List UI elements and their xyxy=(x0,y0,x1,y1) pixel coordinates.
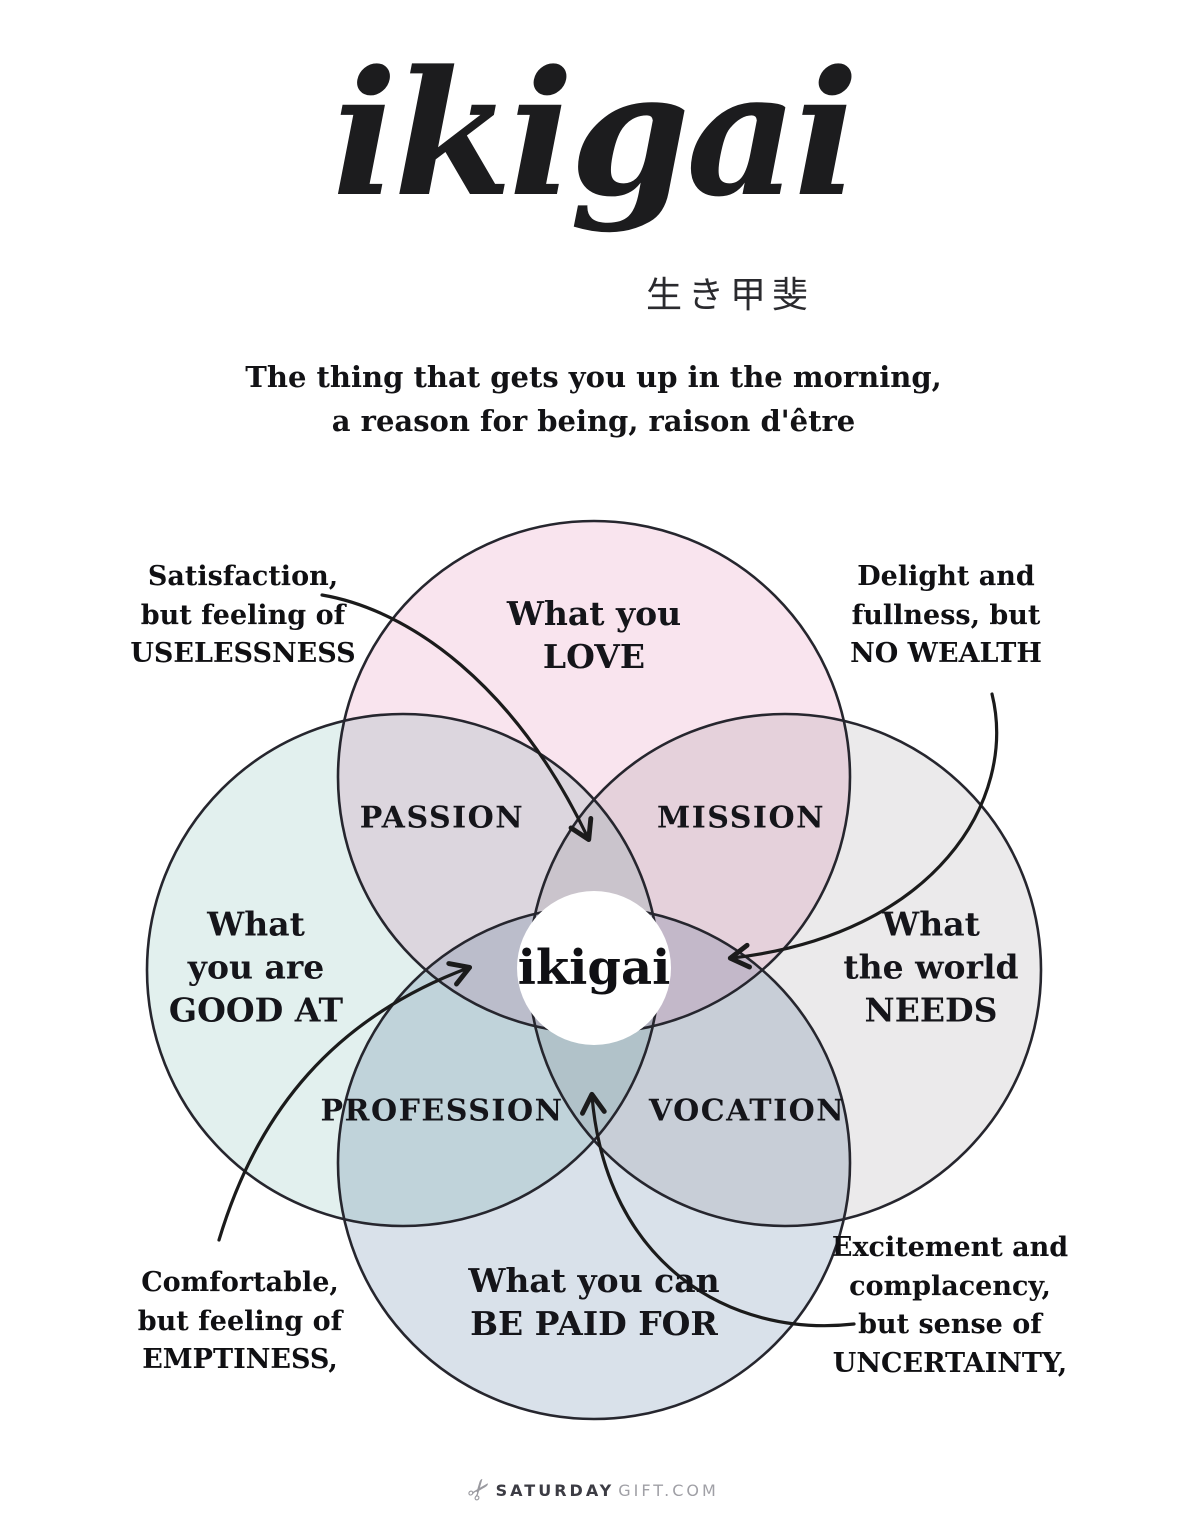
arrow-uncertainty xyxy=(580,1091,856,1328)
annotation-top-left: Satisfaction, but feeling of USELESSNESS xyxy=(130,561,356,670)
circle-fills xyxy=(147,521,1041,1419)
overlap-label-mission: MISSION xyxy=(657,800,825,836)
label-needs: What the world NEEDS xyxy=(843,904,1019,1030)
circle-paid-for-fill xyxy=(338,907,850,1419)
brand-giftcom: GIFT.COM xyxy=(618,1480,719,1500)
scissors-icon: ✂ xyxy=(459,1470,500,1510)
title-kanji: 生き甲斐 xyxy=(646,275,815,316)
arrow-no-wealth xyxy=(727,692,999,970)
page-title: ikigai xyxy=(332,32,859,235)
annotation-arrows xyxy=(217,593,999,1328)
label-good-at: What you are GOOD AT xyxy=(168,904,344,1030)
subtitle: The thing that gets you up in the mornin… xyxy=(245,360,942,438)
arrow-uselessness xyxy=(320,593,594,843)
arrow-emptiness xyxy=(217,961,473,1242)
center-label: ikigai xyxy=(517,940,671,996)
label-love: What you LOVE xyxy=(506,594,682,676)
overlap-label-passion: PASSION xyxy=(359,800,525,836)
center-circle xyxy=(517,891,671,1045)
overlap-label-vocation: VOCATION xyxy=(648,1093,846,1129)
overlap-label-profession: PROFESSION xyxy=(320,1093,564,1129)
label-paid-for: What you can BE PAID FOR xyxy=(468,1261,720,1343)
annotation-bottom-left: Comfortable, but feeling of EMPTINESS, xyxy=(137,1267,343,1376)
brand-saturday: SATURDAY xyxy=(495,1480,615,1500)
annotation-top-right: Delight and fullness, but NO WEALTH xyxy=(850,561,1042,670)
annotation-bottom-right: Excitement and complacency, but sense of… xyxy=(831,1231,1069,1379)
